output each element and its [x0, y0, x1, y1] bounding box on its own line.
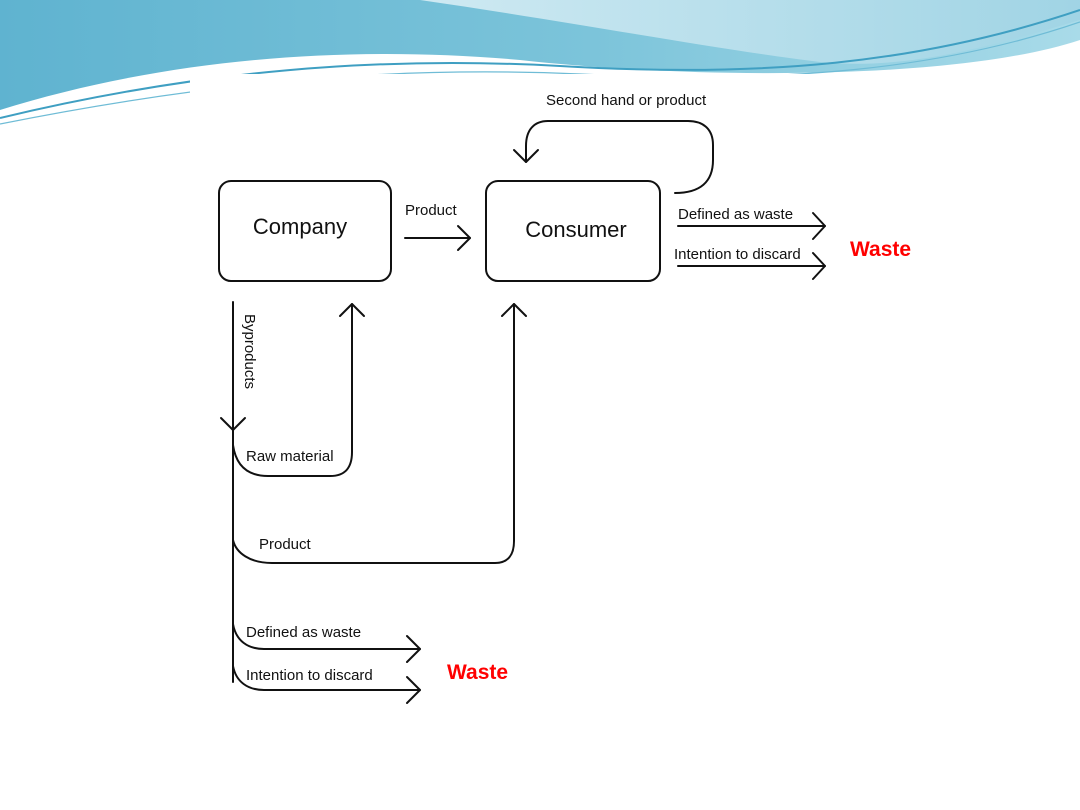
byproduct-discard-waste-arrow	[232, 665, 421, 704]
second-hand-loop-arrow	[513, 120, 714, 194]
defined-as-waste-top-label: Defined as waste	[678, 206, 793, 223]
consumer-label: Consumer	[525, 217, 626, 242]
consumer-box	[485, 180, 661, 282]
byproducts-label: Byproducts	[241, 314, 258, 389]
banner-wave-line-1	[0, 9, 1080, 119]
waste-top-label: Waste	[850, 238, 911, 261]
product-arrow	[404, 225, 471, 251]
intention-to-discard-bottom-label: Intention to discard	[246, 667, 373, 684]
company-box	[218, 180, 392, 282]
intention-to-discard-top-label: Intention to discard	[674, 246, 801, 263]
product-to-consumer-arrow	[232, 303, 527, 564]
company-label: Company	[253, 214, 347, 239]
byproduct-defined-waste-arrow	[232, 623, 421, 663]
defined-as-waste-bottom-label: Defined as waste	[246, 624, 361, 641]
consumer-defined-waste-arrow	[677, 212, 826, 240]
waste-bottom-label: Waste	[447, 661, 508, 684]
product-bottom-label: Product	[259, 536, 312, 553]
raw-material-arrow	[232, 303, 365, 477]
consumer-discard-waste-arrow	[677, 252, 826, 280]
second-hand-label: Second hand or product	[546, 92, 707, 109]
banner-wave-highlight	[420, 0, 1080, 64]
diagram-panel	[190, 74, 956, 746]
raw-material-label: Raw material	[246, 448, 334, 465]
product-top-label: Product	[405, 202, 458, 219]
header-wave-banner	[0, 0, 1080, 125]
